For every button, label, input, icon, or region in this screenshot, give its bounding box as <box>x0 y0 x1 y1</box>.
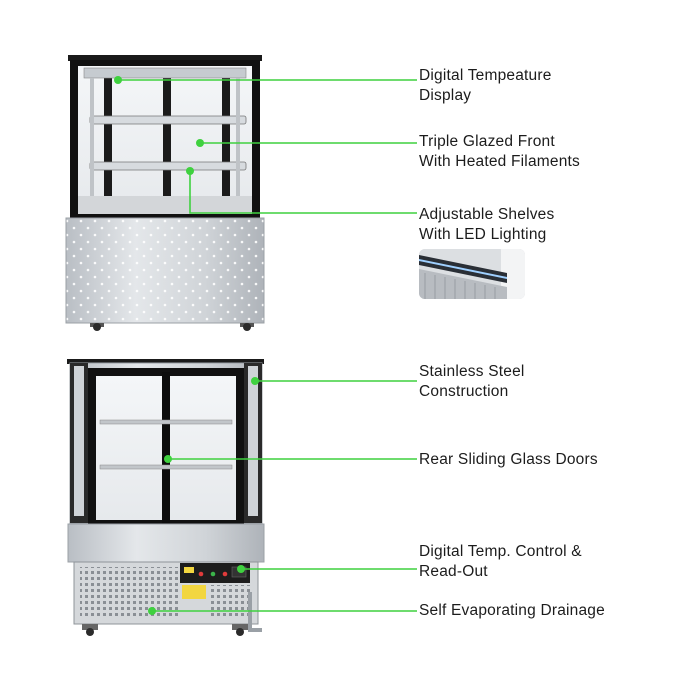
label-digital-temperature-display: Digital Tempeature Display <box>419 66 552 106</box>
label-digital-temp-control: Digital Temp. Control & Read-Out <box>419 542 582 582</box>
label-rear-sliding-doors: Rear Sliding Glass Doors <box>419 450 598 470</box>
label-adjustable-shelves: Adjustable Shelves With LED Lighting <box>419 205 554 245</box>
callout-line-adjustable-shelves <box>189 171 417 214</box>
label-line: Rear Sliding Glass Doors <box>419 451 598 468</box>
label-stainless-steel: Stainless Steel Construction <box>419 362 525 402</box>
label-line: Adjustable Shelves <box>419 206 555 223</box>
callout-dots <box>114 76 259 615</box>
label-line: Display <box>419 87 472 104</box>
label-self-evaporating-drainage: Self Evaporating Drainage <box>419 601 605 621</box>
front-view-cabinet <box>65 55 265 331</box>
callout-dot <box>251 377 259 385</box>
callout-dot <box>186 167 194 175</box>
callout-dot <box>237 565 245 573</box>
callout-dot <box>148 607 156 615</box>
label-line: Self Evaporating Drainage <box>419 602 605 619</box>
callout-dot <box>114 76 122 84</box>
label-line: Construction <box>419 383 509 400</box>
label-line: Digital Temp. Control & <box>419 543 582 560</box>
callout-dot <box>196 139 204 147</box>
callout-lines <box>118 79 417 612</box>
label-line: Stainless Steel <box>419 363 525 380</box>
rear-view-cabinet <box>67 359 265 636</box>
label-line: With LED Lighting <box>419 226 547 243</box>
callout-dot <box>164 455 172 463</box>
label-line: Triple Glazed Front <box>419 133 555 150</box>
label-line: Digital Tempeature <box>419 67 552 84</box>
label-triple-glazed-front: Triple Glazed Front With Heated Filament… <box>419 132 580 172</box>
led-shelf-closeup-image <box>419 249 525 299</box>
label-line: Read-Out <box>419 563 488 580</box>
label-line: With Heated Filaments <box>419 153 580 170</box>
